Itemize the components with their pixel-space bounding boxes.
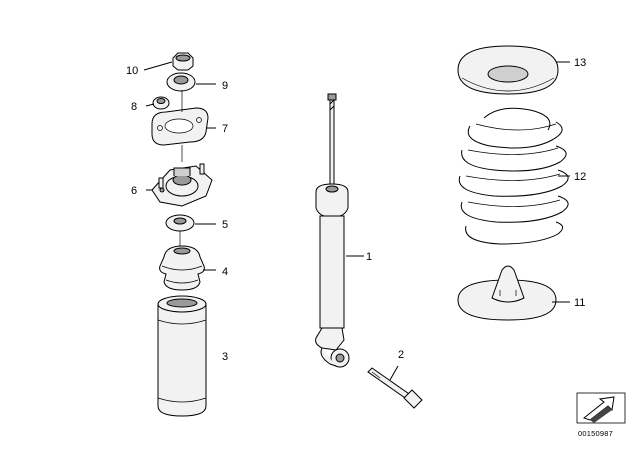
part-9-washer: [166, 72, 196, 92]
callout-5: 5: [222, 219, 228, 231]
reference-id: 00150987: [578, 429, 613, 438]
part-10-nut: [172, 52, 194, 71]
callout-12: 12: [574, 171, 586, 183]
callout-2: 2: [398, 349, 404, 361]
callout-1: 1: [366, 251, 372, 263]
part-6-support-bearing: [151, 163, 213, 207]
part-2-bolt: [367, 367, 423, 409]
leader-8: [145, 103, 155, 107]
callout-3: 3: [222, 351, 228, 363]
direction-arrow-icon: [576, 392, 626, 424]
part-3-protection-tube: [157, 295, 207, 417]
part-7-gasket: [151, 107, 209, 146]
part-8-nut: [152, 96, 170, 110]
callout-13: 13: [574, 57, 586, 69]
callout-9: 9: [222, 80, 228, 92]
callout-7: 7: [222, 123, 228, 135]
leader-2: [389, 365, 399, 381]
part-4-bump-stop: [159, 245, 205, 291]
callout-11: 11: [574, 297, 585, 309]
callout-6: 6: [131, 185, 137, 197]
part-12-coil-spring: [458, 107, 569, 245]
callout-4: 4: [222, 266, 228, 278]
callout-10: 10: [126, 65, 138, 77]
part-5-washer: [165, 214, 195, 232]
part-11-spring-pad: [457, 265, 557, 321]
callout-8: 8: [131, 101, 137, 113]
part-1-shock-absorber: [315, 93, 350, 368]
part-13-spring-pad: [457, 45, 559, 95]
leader-10: [143, 61, 173, 71]
